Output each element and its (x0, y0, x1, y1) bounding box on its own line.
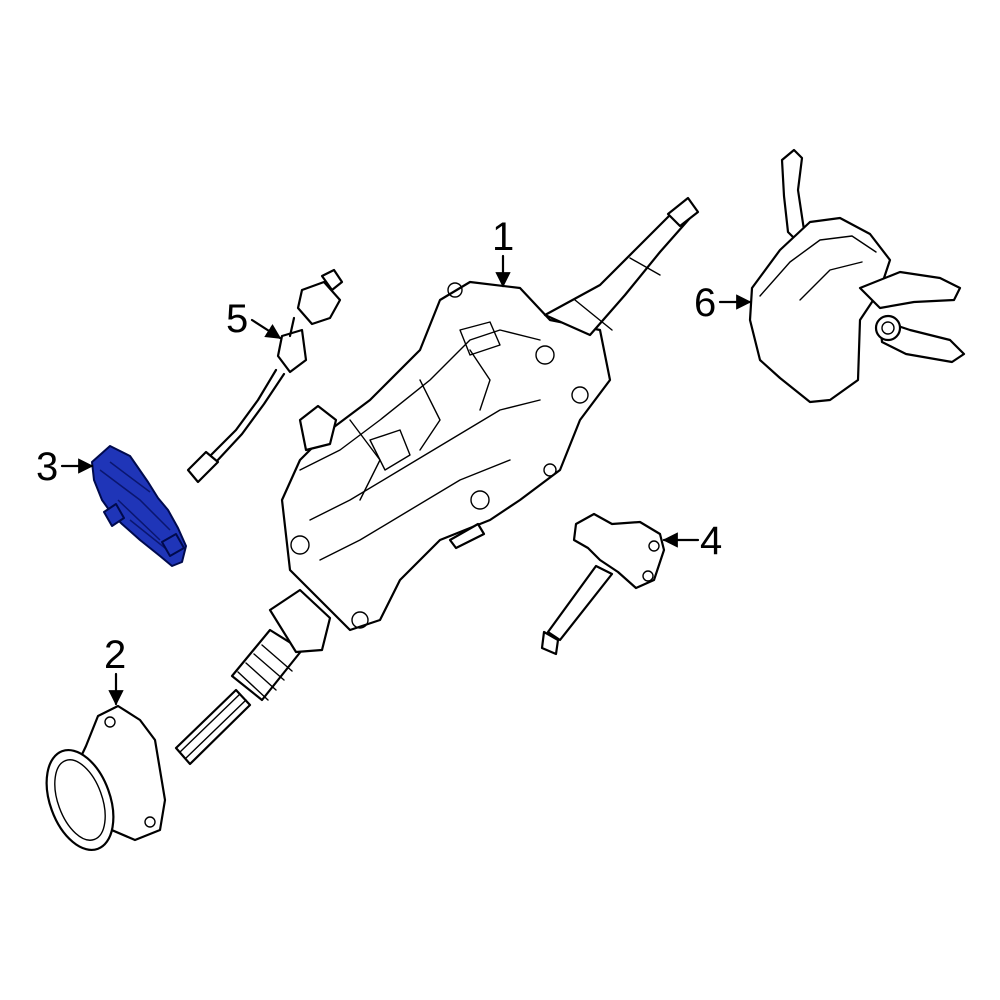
callout-number-3: 3 (36, 445, 58, 489)
callout-5: 5 (226, 297, 282, 341)
callout-3: 3 (36, 445, 94, 489)
callout-number-4: 4 (700, 519, 722, 563)
lock-actuator-part[interactable] (540, 512, 666, 656)
combination-switch-part[interactable] (748, 148, 966, 404)
callout-6: 6 (694, 281, 752, 325)
sensor-cable-part[interactable] (186, 268, 344, 484)
highlighted-module-part[interactable] (91, 445, 187, 567)
callout-1: 1 (492, 215, 514, 288)
column-cover-part[interactable] (34, 704, 167, 859)
callout-number-5: 5 (226, 297, 248, 341)
callout-number-1: 1 (492, 215, 514, 259)
callout-number-6: 6 (694, 281, 716, 325)
callout-2: 2 (104, 633, 126, 706)
callout-4: 4 (662, 519, 722, 563)
steering-column-part[interactable] (174, 196, 700, 766)
callout-number-2: 2 (104, 633, 126, 677)
